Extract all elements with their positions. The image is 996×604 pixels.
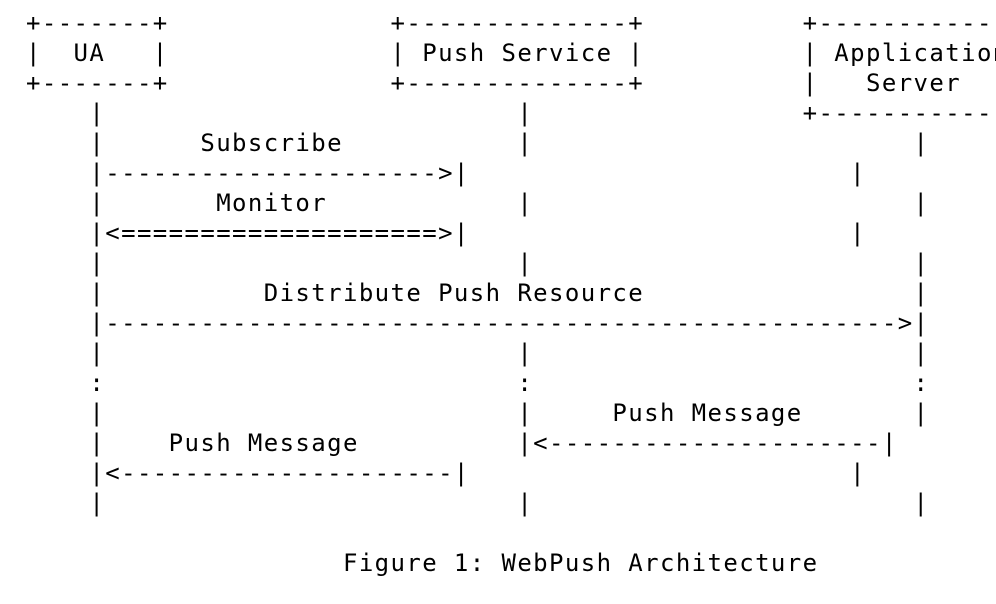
diagram-line: |--------------------->| | [26, 159, 867, 187]
diagram-line: : : : [26, 369, 930, 397]
diagram-line: | UA | | Push Service | | Application | [26, 39, 996, 67]
diagram-line: | | Push Message | [26, 399, 930, 427]
diagram-line: |<====================>| | [26, 219, 867, 247]
diagram-line: | | | [26, 339, 930, 367]
diagram-line: | | | [26, 489, 930, 517]
diagram-line: | Distribute Push Resource | [26, 279, 930, 307]
diagram-line [26, 518, 996, 548]
diagram-line: |---------------------------------------… [26, 309, 930, 337]
figure-caption: Figure 1: WebPush Architecture [26, 549, 819, 577]
diagram-line: | Push Message |<---------------------| [26, 429, 898, 457]
diagram-line: +-------+ +--------------+ | Server | [26, 69, 996, 97]
diagram-line: | | +-------------+ [26, 99, 996, 127]
diagram-line: | Subscribe | | [26, 129, 930, 157]
diagram-line: |<---------------------| | [26, 459, 867, 487]
diagram-line: +-------+ +--------------+ +------------… [26, 9, 996, 37]
ascii-sequence-diagram: +-------+ +--------------+ +------------… [26, 8, 996, 578]
diagram-line: | Monitor | | [26, 189, 930, 217]
diagram-line: | | | [26, 249, 930, 277]
